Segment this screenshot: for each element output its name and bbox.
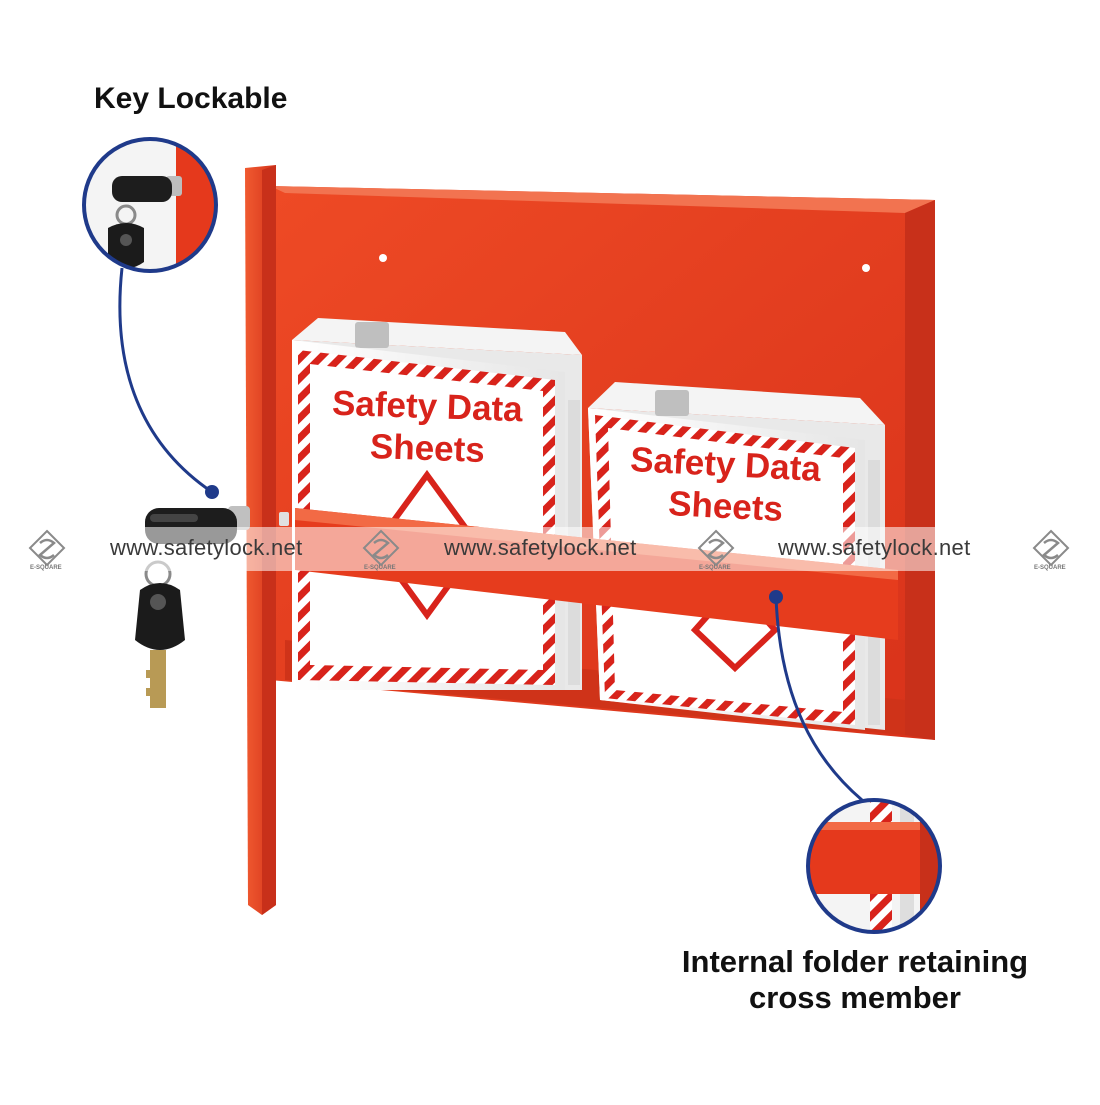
key-lockable-caption: Key Lockable (94, 82, 288, 115)
e-square-logo-icon (28, 529, 66, 567)
watermark-logo-label: E-SQUARE (1034, 565, 1066, 571)
watermark-logo-label: E-SQUARE (30, 565, 62, 571)
watermark-band (0, 527, 1100, 571)
internal-member-caption: Internal folder retaining cross member (640, 944, 1070, 1016)
watermark-url: www.safetylock.net (778, 535, 971, 560)
watermark-logo-label: E-SQUARE (364, 565, 396, 571)
cross-member-detail-circle (806, 798, 942, 934)
key-lockable-callout-line (118, 267, 213, 494)
callout-dot (205, 485, 219, 499)
watermark-url: www.safetylock.net (444, 535, 637, 560)
watermark-url: www.safetylock.net (110, 535, 303, 560)
internal-member-caption-line1: Internal folder retaining (681, 944, 1029, 979)
binder-left-title-line1: Safety Data (331, 384, 523, 430)
mount-hole (862, 264, 870, 272)
binder-right-title-line2: Sheets (667, 484, 784, 529)
e-square-logo-icon (697, 529, 735, 567)
internal-member-callout-line (774, 596, 863, 802)
watermark-logo-label: E-SQUARE (699, 565, 731, 571)
mount-hole (379, 254, 387, 262)
binder-left: Safety Data Sheets (292, 318, 582, 690)
binder-left-title-line2: Sheets (369, 427, 485, 470)
internal-member-caption-line2: cross member (749, 980, 961, 1015)
key-lock-detail-circle (82, 137, 218, 273)
key-icon (135, 560, 185, 708)
e-square-logo-icon (1032, 529, 1070, 567)
e-square-logo-icon (362, 529, 400, 567)
